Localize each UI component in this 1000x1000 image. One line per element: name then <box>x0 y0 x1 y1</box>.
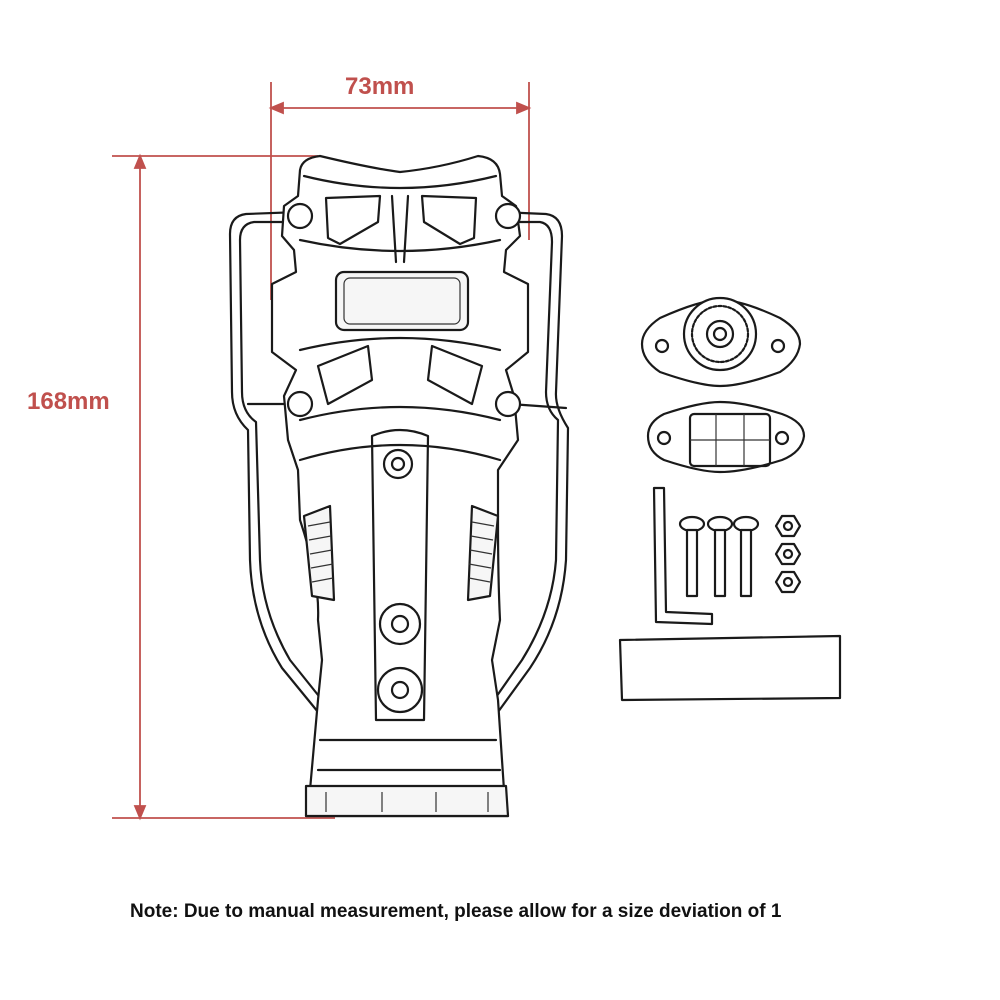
mount-base-grid-icon <box>646 400 806 474</box>
hex-key-icon <box>652 486 714 626</box>
dimension-lines <box>112 82 532 821</box>
mount-base-gear-icon <box>640 296 802 388</box>
width-value: 73mm <box>345 73 415 100</box>
holster-body <box>270 154 530 818</box>
adhesive-pad-icon <box>618 634 842 702</box>
wire-belt-clip <box>228 210 570 714</box>
screw-icon <box>678 515 760 598</box>
measurement-note: Note: Due to manual measurement, please … <box>130 901 782 922</box>
nut-icon <box>774 514 802 594</box>
height-dimension-label: 168mm <box>27 388 110 415</box>
